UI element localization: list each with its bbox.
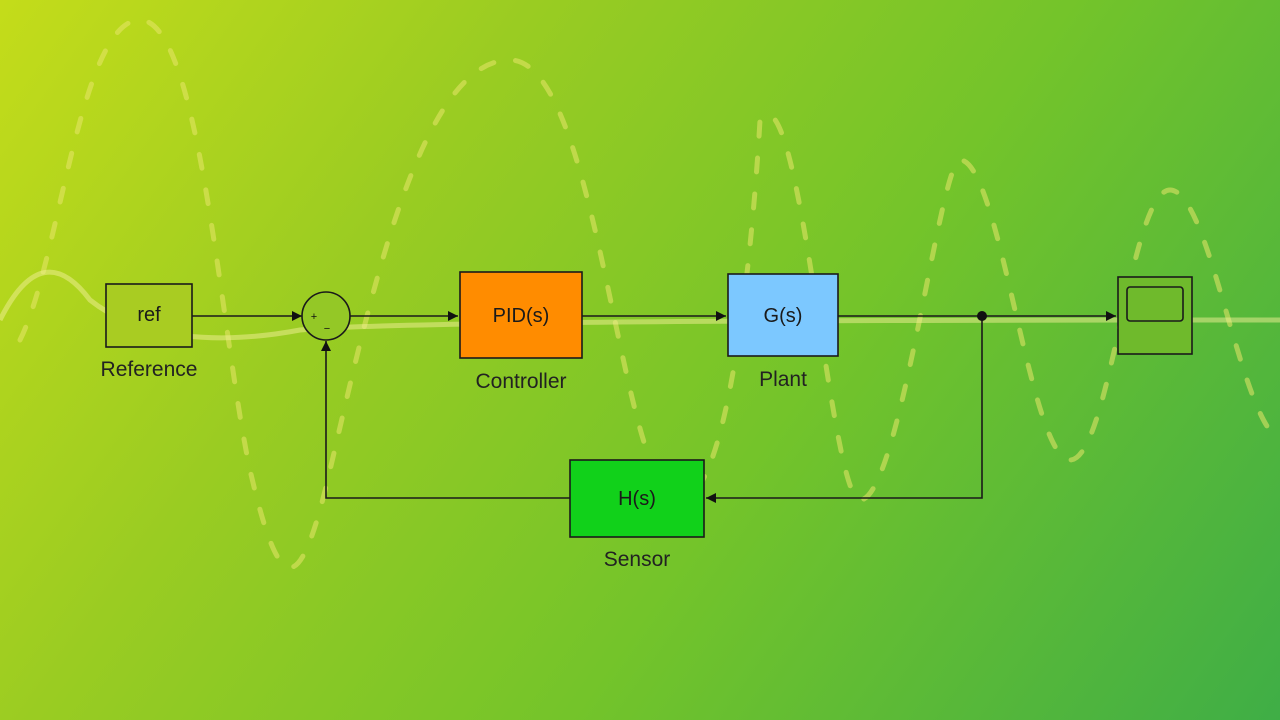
signal-feedback-to-sensor	[706, 316, 983, 503]
scope-block[interactable]	[1117, 276, 1193, 355]
controller-label: Controller	[475, 370, 566, 393]
plant-label: Plant	[759, 368, 807, 391]
plant-block[interactable]: G(s)	[727, 273, 839, 357]
signal-sensor-to-sum	[321, 341, 570, 499]
reference-block-text: ref	[137, 304, 161, 326]
branch-point	[977, 311, 987, 321]
reference-block[interactable]: ref	[105, 283, 193, 348]
plant-block-text: G(s)	[764, 305, 803, 327]
sensor-block-text: H(s)	[618, 488, 656, 510]
sum-minus-sign: −	[324, 323, 330, 335]
controller-block-text: PID(s)	[493, 305, 550, 327]
sensor-label: Sensor	[604, 548, 671, 571]
sensor-block[interactable]: H(s)	[569, 459, 705, 538]
sum-plus-sign: +	[311, 311, 317, 323]
sum-block[interactable]: + −	[301, 291, 351, 341]
background-response	[0, 269, 1280, 341]
scope-icon	[1126, 286, 1184, 322]
controller-block[interactable]: PID(s)	[459, 271, 583, 359]
reference-label: Reference	[101, 358, 198, 381]
